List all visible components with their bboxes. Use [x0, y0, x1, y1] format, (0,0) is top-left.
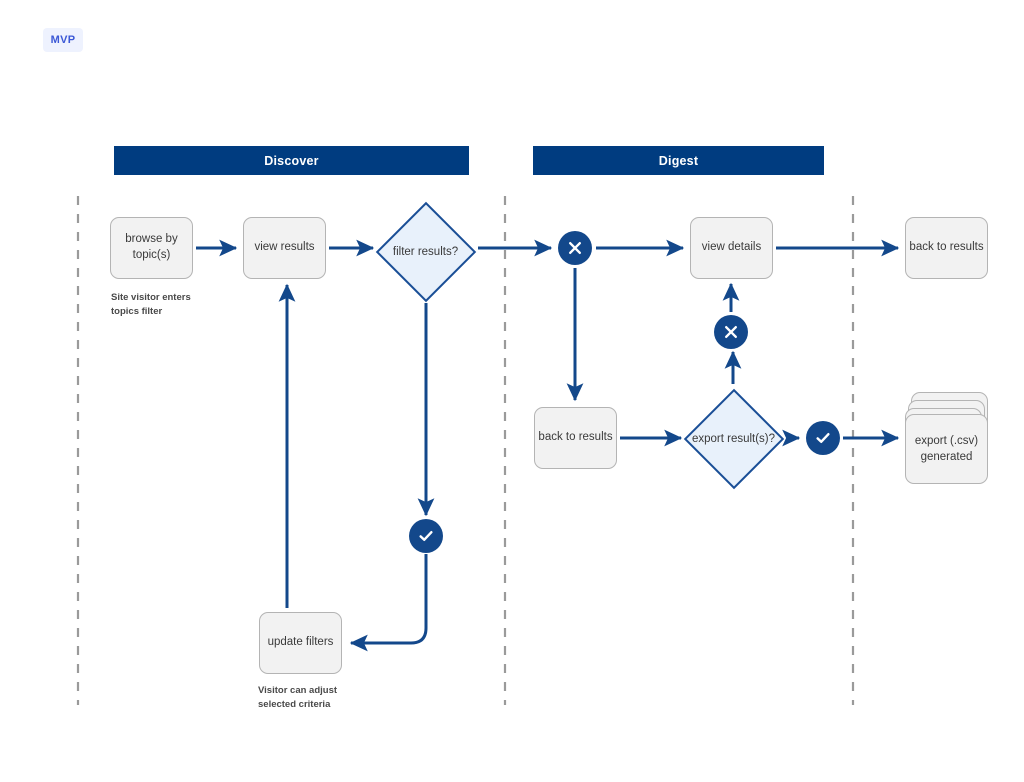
lane-header-discover: Discover	[114, 146, 469, 175]
decision-export-results[interactable]: export result(s)?	[683, 388, 784, 489]
check-icon[interactable]	[409, 519, 443, 553]
annotation-adjust-criteria: Visitor can adjust selected criteria	[258, 685, 338, 710]
check-icon[interactable]	[806, 421, 840, 455]
node-export-generated[interactable]: export (.csv) generated	[905, 392, 988, 484]
lane-header-digest: Digest	[533, 146, 824, 175]
decision-export-results-label: export result(s)?	[691, 432, 776, 445]
node-view-results[interactable]: view results	[243, 217, 326, 279]
node-back-to-results-top[interactable]: back to results	[905, 217, 988, 279]
node-back-to-results-lower[interactable]: back to results	[534, 407, 617, 469]
node-export-generated-label: export (.csv) generated	[905, 414, 988, 484]
mvp-badge: MVP	[43, 28, 83, 52]
decision-filter-results-label: filter results?	[392, 245, 459, 258]
decision-filter-results[interactable]: filter results?	[375, 201, 476, 302]
annotation-topics-filter: Site visitor enters topics filter	[111, 292, 191, 317]
node-update-filters[interactable]: update filters	[259, 612, 342, 674]
close-icon[interactable]	[558, 231, 592, 265]
node-view-details[interactable]: view details	[690, 217, 773, 279]
close-icon[interactable]	[714, 315, 748, 349]
node-browse-by-topics[interactable]: browse by topic(s)	[110, 217, 193, 279]
connector-elbow-update-filters	[349, 554, 428, 652]
